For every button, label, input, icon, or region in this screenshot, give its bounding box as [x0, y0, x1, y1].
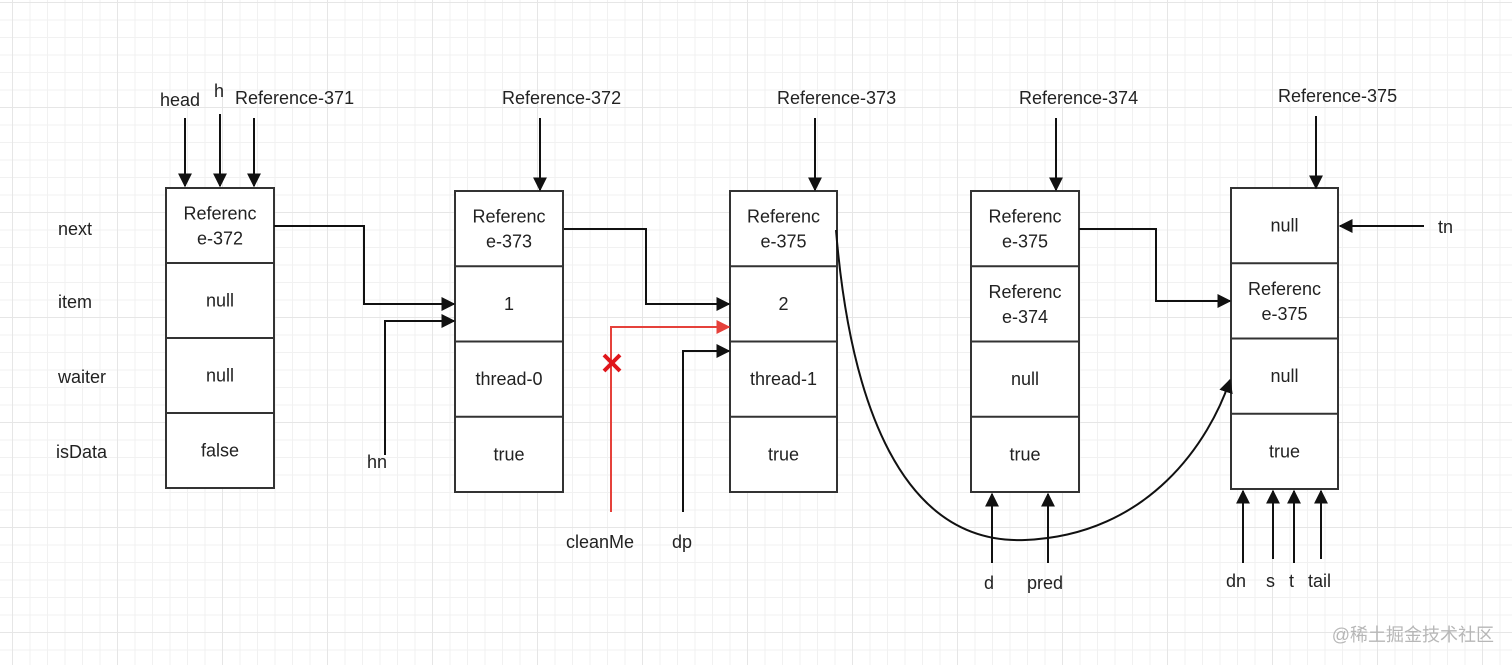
cell-item: 1 — [504, 294, 514, 314]
ref-label-375: Reference-375 — [1278, 86, 1397, 106]
link-373-to-375-curve — [835, 229, 1233, 542]
cell-waiter: thread-0 — [475, 369, 542, 389]
cell-item: null — [206, 291, 234, 311]
pointer-arrow-dp — [682, 344, 731, 512]
ref-label-372: Reference-372 — [502, 88, 621, 108]
reference-pointers: head h Reference-371 Reference-372 Refer… — [160, 81, 1397, 192]
cell-waiter: null — [1011, 369, 1039, 389]
cell-isdata: false — [201, 441, 239, 461]
link-374-to-375 — [1079, 228, 1232, 308]
pointer-label-head: head — [160, 90, 200, 110]
link-372-to-373 — [564, 228, 731, 311]
field-labels: next item waiter isData — [56, 219, 108, 462]
pointer-label-tn: tn — [1438, 217, 1453, 237]
pointer-label-hn: hn — [367, 452, 387, 472]
field-label-next: next — [58, 219, 92, 239]
pointer-label-dn: dn — [1226, 571, 1246, 591]
pointer-label-pred: pred — [1027, 573, 1063, 593]
field-label-isData: isData — [56, 442, 108, 462]
cell-isdata: true — [1269, 441, 1300, 461]
pointer-label-cleanMe: cleanMe — [566, 532, 634, 552]
bottom-pointers: hn cleanMe dp d pred dn s t tail tn — [367, 217, 1453, 593]
pointer-label-h: h — [214, 81, 224, 101]
pointer-arrow-cleanMe — [610, 320, 731, 512]
ref-label-371: Reference-371 — [235, 88, 354, 108]
link-371-to-372 — [274, 225, 456, 311]
cell-waiter: thread-1 — [750, 369, 817, 389]
next-links — [274, 225, 1233, 542]
pointer-arrow-hn — [384, 314, 456, 455]
pointer-label-t: t — [1289, 571, 1294, 591]
removed-link-x-icon — [602, 353, 622, 373]
cell-isdata: true — [1009, 444, 1040, 464]
field-label-waiter: waiter — [57, 367, 106, 387]
cell-item: 2 — [778, 294, 788, 314]
cell-waiter: null — [1270, 366, 1298, 386]
ref-label-374: Reference-374 — [1019, 88, 1138, 108]
cell-isdata: true — [493, 444, 524, 464]
pointer-label-dp: dp — [672, 532, 692, 552]
field-label-item: item — [58, 292, 92, 312]
cell-waiter: null — [206, 366, 234, 386]
ref-label-373: Reference-373 — [777, 88, 896, 108]
cell-next: null — [1270, 216, 1298, 236]
cell-isdata: true — [768, 444, 799, 464]
pointer-label-s: s — [1266, 571, 1275, 591]
pointer-label-d: d — [984, 573, 994, 593]
pointer-label-tail: tail — [1308, 571, 1331, 591]
watermark: @稀土掘金技术社区 — [1331, 625, 1494, 645]
